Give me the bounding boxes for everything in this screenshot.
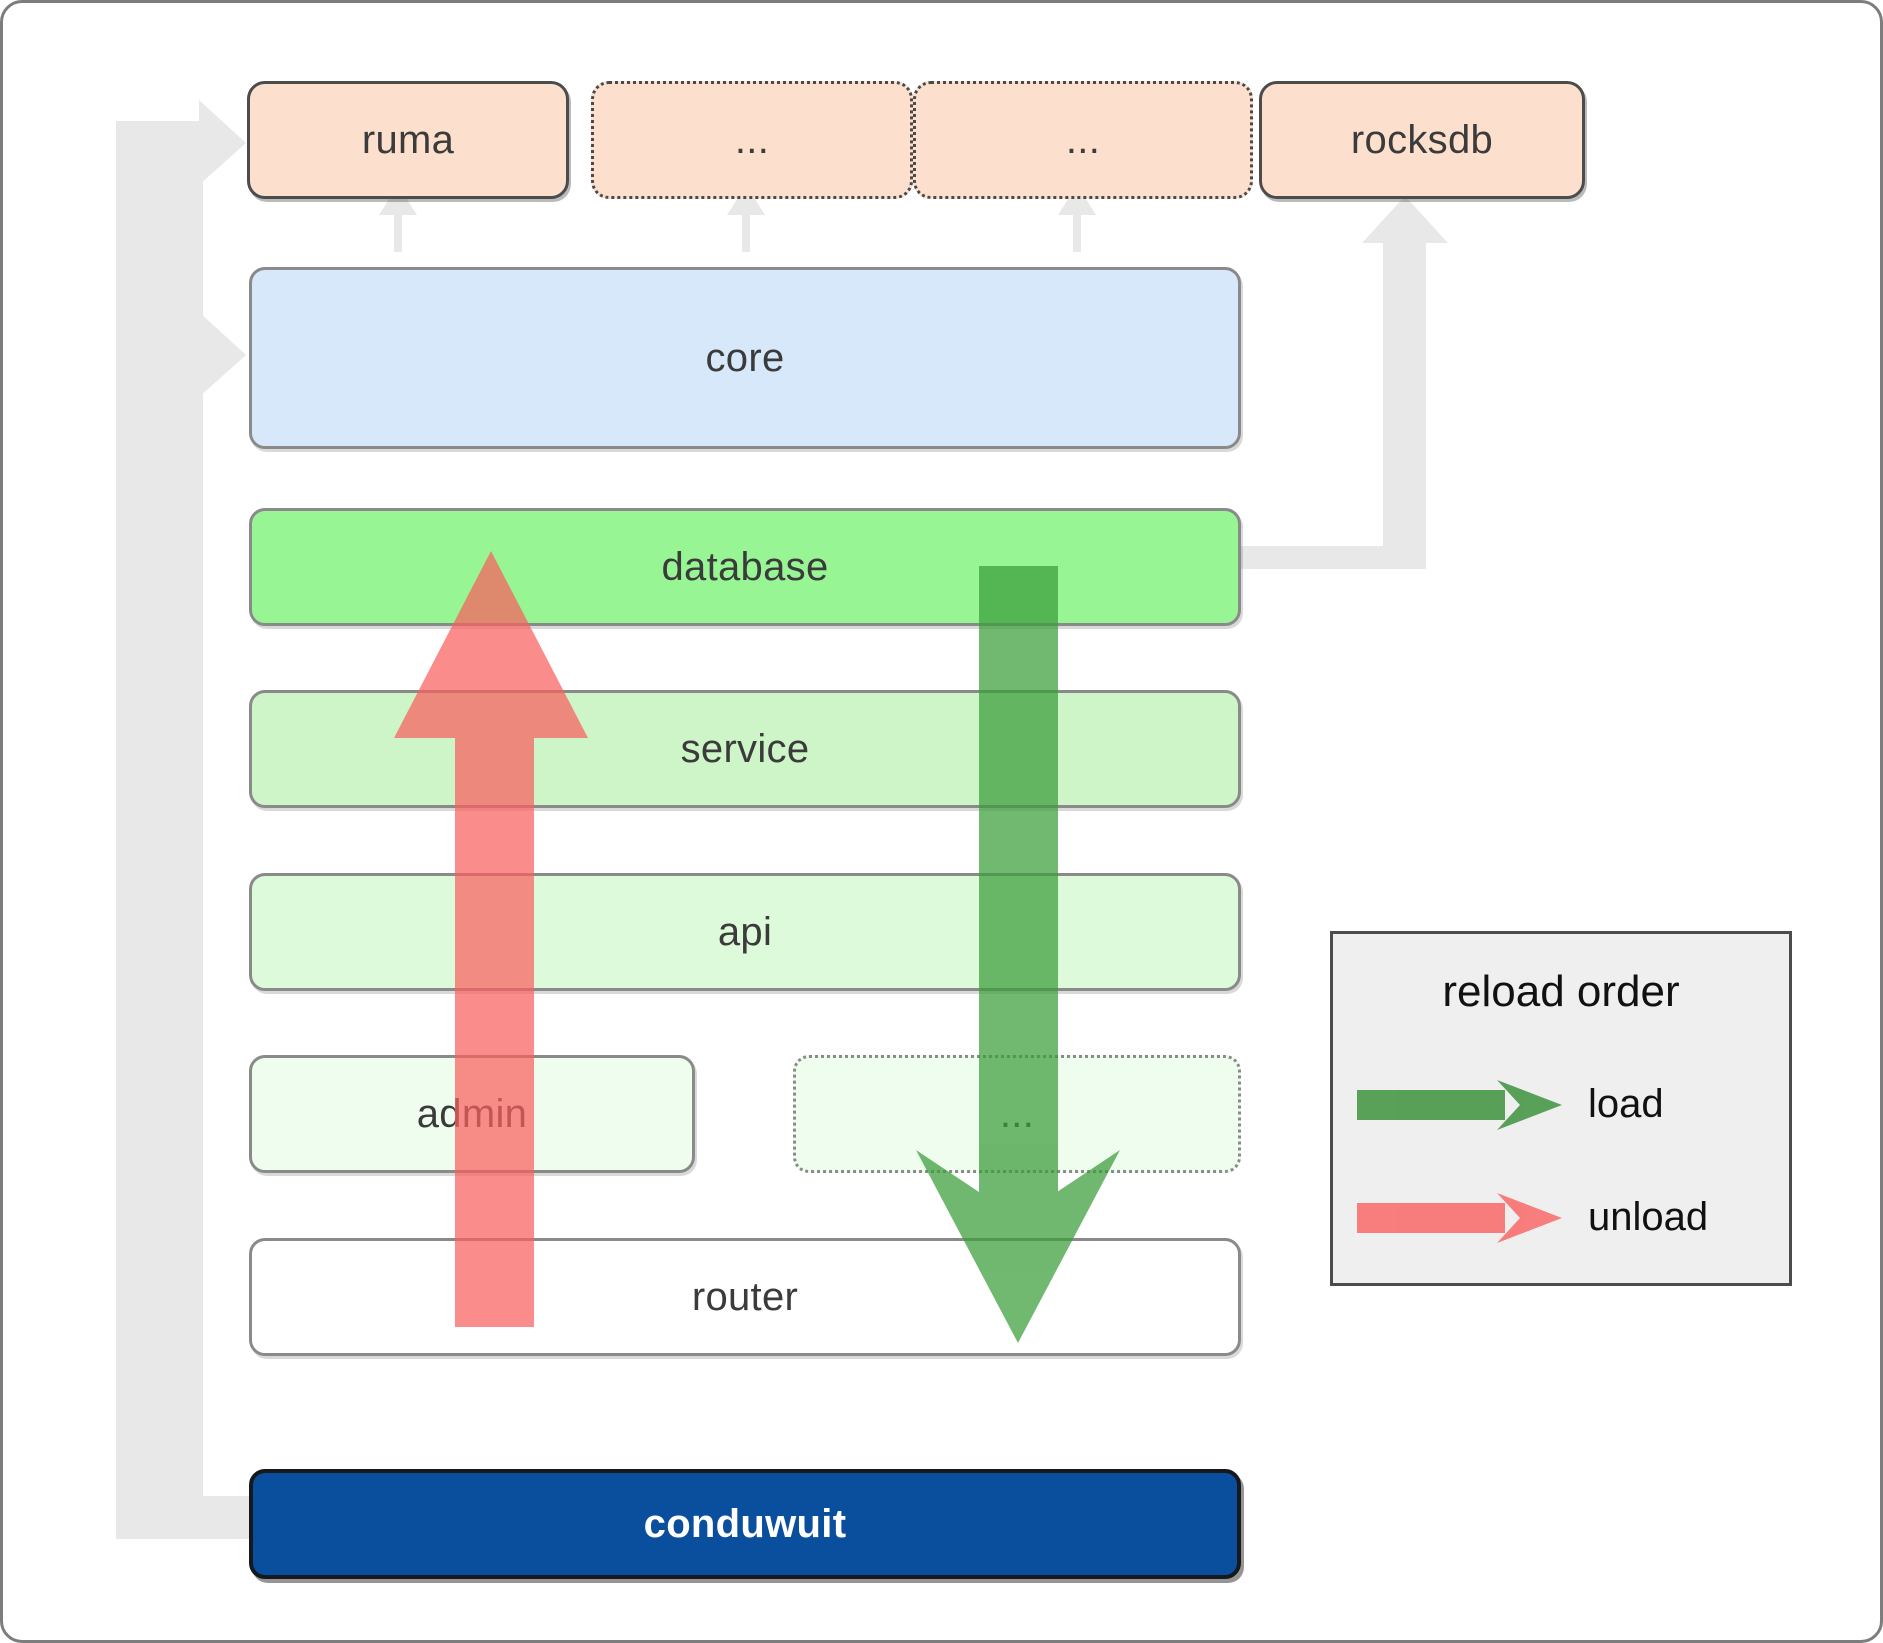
dependency-connectors <box>116 100 1448 1539</box>
layer-box-database[interactable]: database <box>249 508 1241 626</box>
dependency-box-ruma[interactable]: ruma <box>247 81 569 199</box>
dependency-box-ellipsis-2[interactable]: ... <box>913 81 1253 199</box>
dependency-box-ellipsis-1[interactable]: ... <box>591 81 913 199</box>
layer-box-api[interactable]: api <box>249 873 1241 991</box>
legend-row-unload: unload <box>1357 1177 1787 1257</box>
legend-label-load: load <box>1588 1081 1664 1126</box>
layer-box-ellipsis[interactable]: ... <box>793 1055 1241 1173</box>
load-arrow-icon <box>1357 1080 1562 1130</box>
layer-label: core <box>705 335 785 380</box>
layer-label: api <box>717 909 773 954</box>
root-box-conduwuit[interactable]: conduwuit <box>249 1469 1241 1579</box>
legend-row-load: load <box>1357 1064 1787 1144</box>
layer-box-router[interactable]: router <box>249 1238 1241 1356</box>
legend-label-unload: unload <box>1588 1194 1709 1239</box>
layer-label: router <box>691 1274 799 1319</box>
dependency-label: rocksdb <box>1350 117 1494 162</box>
dependency-label: ... <box>1065 117 1101 162</box>
unload-arrow-icon <box>1357 1193 1562 1243</box>
layer-label: database <box>661 544 829 589</box>
legend-title: reload order <box>1442 967 1680 1016</box>
layer-box-core[interactable]: core <box>249 267 1241 449</box>
dependency-label: ... <box>734 117 770 162</box>
legend-panel: reload order load unload <box>1330 931 1792 1286</box>
layer-box-admin[interactable]: admin <box>249 1055 695 1173</box>
root-label: conduwuit <box>643 1501 847 1546</box>
dependency-label: ruma <box>361 117 455 162</box>
layer-label: admin <box>416 1091 528 1136</box>
layer-label: service <box>680 726 810 771</box>
dependency-box-rocksdb[interactable]: rocksdb <box>1259 81 1585 199</box>
layer-box-service[interactable]: service <box>249 690 1241 808</box>
layer-label: ... <box>999 1091 1035 1136</box>
reload-order-arrows <box>394 551 1120 1343</box>
